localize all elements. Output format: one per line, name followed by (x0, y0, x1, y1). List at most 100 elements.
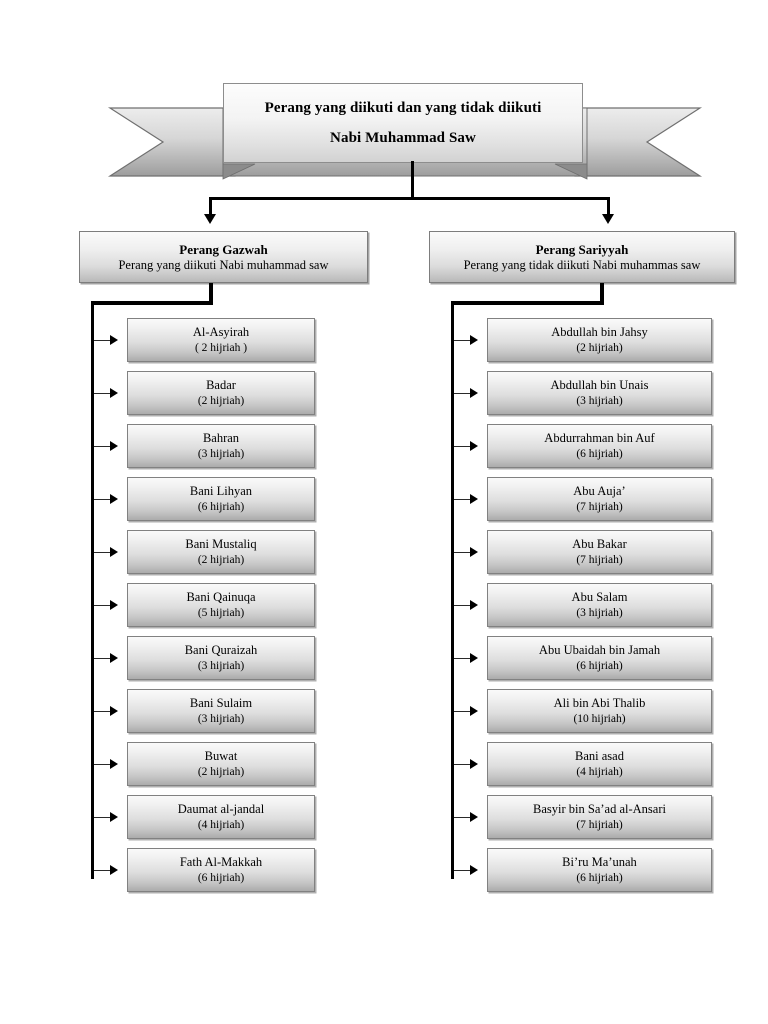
list-item[interactable]: Daumat al-jandal(4 hijriah) (127, 795, 315, 839)
connector-tick (94, 552, 110, 553)
connector-tick (454, 552, 470, 553)
arrowhead-left-category (204, 214, 216, 224)
list-item[interactable]: Ali bin Abi Thalib(10 hijriah) (487, 689, 712, 733)
list-item[interactable]: Abu Bakar(7 hijriah) (487, 530, 712, 574)
list-item-name: Bani Quraizah (184, 643, 258, 658)
connector-tick (94, 764, 110, 765)
arrowhead-list-item (470, 388, 478, 398)
list-item-year: (7 hijriah) (576, 818, 623, 831)
list-item-name: Abu Bakar (572, 537, 627, 552)
list-item[interactable]: Bani Qainuqa(5 hijriah) (127, 583, 315, 627)
arrowhead-list-item (470, 812, 478, 822)
list-item[interactable]: Bani asad(4 hijriah) (487, 742, 712, 786)
list-item-name: Buwat (204, 749, 238, 764)
arrowhead-list-item (110, 653, 118, 663)
connector-tick (454, 605, 470, 606)
connector-tick (94, 658, 110, 659)
list-item-name: Bani Qainuqa (186, 590, 256, 605)
arrowhead-list-item (470, 335, 478, 345)
list-item-name: Abu Auja’ (573, 484, 626, 499)
list-item-year: (4 hijriah) (197, 818, 245, 831)
list-item-name: Bani Lihyan (189, 484, 253, 499)
list-item[interactable]: Bani Mustaliq(2 hijriah) (127, 530, 315, 574)
list-item-name: Badar (206, 378, 236, 393)
list-item-name: Abdullah bin Jahsy (551, 325, 648, 340)
list-item-year: (10 hijriah) (573, 712, 626, 725)
list-item-name: Bani Mustaliq (185, 537, 257, 552)
list-item[interactable]: Bani Sulaim(3 hijriah) (127, 689, 315, 733)
list-item-year: (7 hijriah) (576, 553, 623, 566)
list-item-year: (2 hijriah) (197, 765, 245, 778)
arrowhead-list-item (470, 600, 478, 610)
list-item-name: Al-Asyirah (192, 325, 250, 340)
arrowhead-list-item (110, 865, 118, 875)
banner-title-line-2: Nabi Muhammad Saw (330, 130, 476, 146)
connector-drop-right (607, 197, 610, 215)
list-item-name: Basyir bin Sa’ad al-Ansari (533, 802, 666, 817)
list-item[interactable]: Abdullah bin Unais(3 hijriah) (487, 371, 712, 415)
banner-title-panel: Perang yang diikuti dan yang tidak diiku… (223, 83, 583, 163)
arrowhead-list-item (110, 547, 118, 557)
list-item-year: (3 hijriah) (197, 712, 245, 725)
list-item[interactable]: Abdurrahman bin Auf(6 hijriah) (487, 424, 712, 468)
connector-tick (454, 658, 470, 659)
list-item[interactable]: Abu Ubaidah bin Jamah(6 hijriah) (487, 636, 712, 680)
list-item[interactable]: Buwat(2 hijriah) (127, 742, 315, 786)
connector-right-elbow-horizontal (451, 301, 604, 305)
connector-right-elbow-vertical (600, 283, 604, 305)
list-item[interactable]: Fath Al-Makkah(6 hijriah) (127, 848, 315, 892)
arrowhead-list-item (110, 335, 118, 345)
category-box-sariyyah[interactable]: Perang Sariyyah Perang yang tidak diikut… (429, 231, 735, 283)
list-item-name: Bi’ru Ma’unah (562, 855, 637, 870)
arrowhead-list-item (110, 388, 118, 398)
connector-banner-stem (411, 161, 414, 199)
list-item-year: (6 hijriah) (197, 871, 245, 884)
connector-tick (454, 817, 470, 818)
arrowhead-list-item (110, 600, 118, 610)
category-title: Perang Sariyyah (535, 242, 629, 258)
list-item[interactable]: Badar(2 hijriah) (127, 371, 315, 415)
connector-drop-left (209, 197, 212, 215)
list-item-name: Daumat al-jandal (177, 802, 265, 817)
list-item-year: (6 hijriah) (197, 500, 245, 513)
list-item-year: (2 hijriah) (197, 394, 245, 407)
category-subtitle: Perang yang tidak diikuti Nabi muhammas … (463, 258, 701, 273)
connector-tick (94, 446, 110, 447)
list-item-year: (3 hijriah) (576, 394, 623, 407)
list-item-name: Abdullah bin Unais (550, 378, 649, 393)
list-item[interactable]: Abu Auja’(7 hijriah) (487, 477, 712, 521)
list-item-year: (2 hijriah) (197, 553, 245, 566)
arrowhead-list-item (470, 653, 478, 663)
list-item[interactable]: Basyir bin Sa’ad al-Ansari(7 hijriah) (487, 795, 712, 839)
list-item-name: Fath Al-Makkah (179, 855, 263, 870)
list-item-year: (2 hijriah) (576, 341, 623, 354)
list-item[interactable]: Bani Lihyan(6 hijriah) (127, 477, 315, 521)
list-item-year: (6 hijriah) (576, 447, 623, 460)
list-item[interactable]: Bani Quraizah(3 hijriah) (127, 636, 315, 680)
list-item[interactable]: Abu Salam(3 hijriah) (487, 583, 712, 627)
list-item-year: (3 hijriah) (197, 659, 245, 672)
list-item[interactable]: Bahran(3 hijriah) (127, 424, 315, 468)
list-item-year: (6 hijriah) (576, 871, 623, 884)
connector-tick (454, 446, 470, 447)
list-item[interactable]: Bi’ru Ma’unah(6 hijriah) (487, 848, 712, 892)
list-item[interactable]: Al-Asyirah( 2 hijriah ) (127, 318, 315, 362)
connector-tick (454, 340, 470, 341)
list-item-year: ( 2 hijriah ) (194, 341, 248, 354)
list-item-name: Abu Ubaidah bin Jamah (538, 643, 661, 658)
connector-horizontal-split (209, 197, 610, 200)
arrowhead-list-item (470, 441, 478, 451)
category-box-gazwah[interactable]: Perang Gazwah Perang yang diikuti Nabi m… (79, 231, 368, 283)
category-title: Perang Gazwah (179, 242, 268, 258)
list-item[interactable]: Abdullah bin Jahsy(2 hijriah) (487, 318, 712, 362)
connector-left-elbow-vertical (209, 283, 213, 305)
arrowhead-list-item (470, 706, 478, 716)
connector-tick (454, 393, 470, 394)
list-item-year: (3 hijriah) (576, 606, 623, 619)
list-item-year: (3 hijriah) (197, 447, 245, 460)
list-item-name: Ali bin Abi Thalib (553, 696, 646, 711)
connector-tick (94, 605, 110, 606)
list-item-year: (5 hijriah) (197, 606, 245, 619)
arrowhead-list-item (110, 494, 118, 504)
